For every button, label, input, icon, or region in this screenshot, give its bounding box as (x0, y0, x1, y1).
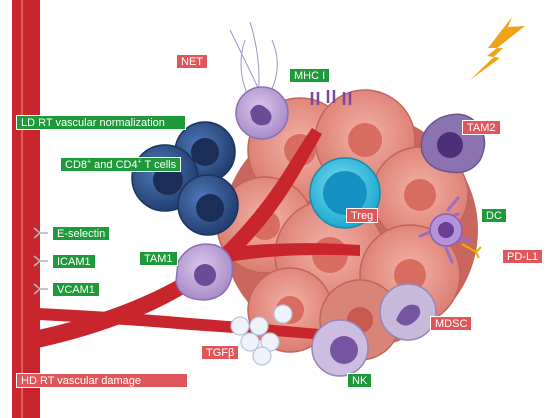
label-mhc1: MHC I (289, 68, 331, 83)
label-net: NET (176, 54, 208, 69)
label-vcam1: VCAM1 (52, 282, 100, 297)
label-pd-l1: PD-L1 (502, 249, 544, 264)
label-hd-rt: HD RT vascular damage (16, 373, 188, 388)
label-nk: NK (347, 373, 373, 388)
label-tgfb: TGFβ (201, 345, 240, 360)
label-treg: Treg (346, 208, 379, 223)
treg-cell (309, 157, 381, 229)
tam1-macrophage (175, 243, 234, 301)
net-neutrophil (229, 21, 289, 140)
cd8-text: CD8 (65, 159, 88, 171)
cd4-superscript: + (137, 158, 142, 166)
label-t-cells: CD8+ and CD4+ T cells (60, 157, 182, 172)
label-e-selectin: E-selectin (52, 226, 111, 241)
cd8-superscript: + (87, 158, 92, 166)
cd4-text: and CD4 (91, 159, 138, 171)
label-dc: DC (481, 208, 507, 223)
dendritic-cell (418, 196, 482, 264)
mdsc-cell (379, 283, 437, 341)
tgfb-vesicles (230, 304, 293, 366)
t-cells (131, 121, 239, 236)
label-tam1: TAM1 (139, 251, 178, 266)
t-cells-text: T cells (141, 159, 177, 171)
label-tam2: TAM2 (462, 120, 501, 135)
nk-cell (311, 319, 369, 377)
mhc-receptor-icon (310, 90, 352, 105)
label-icam1: ICAM1 (52, 254, 96, 269)
selectin-receptor-icon (33, 227, 48, 295)
label-ld-rt: LD RT vascular normalization (16, 115, 186, 130)
label-mdsc: MDSC (430, 316, 473, 331)
lightning-bolt-icon (470, 17, 525, 80)
